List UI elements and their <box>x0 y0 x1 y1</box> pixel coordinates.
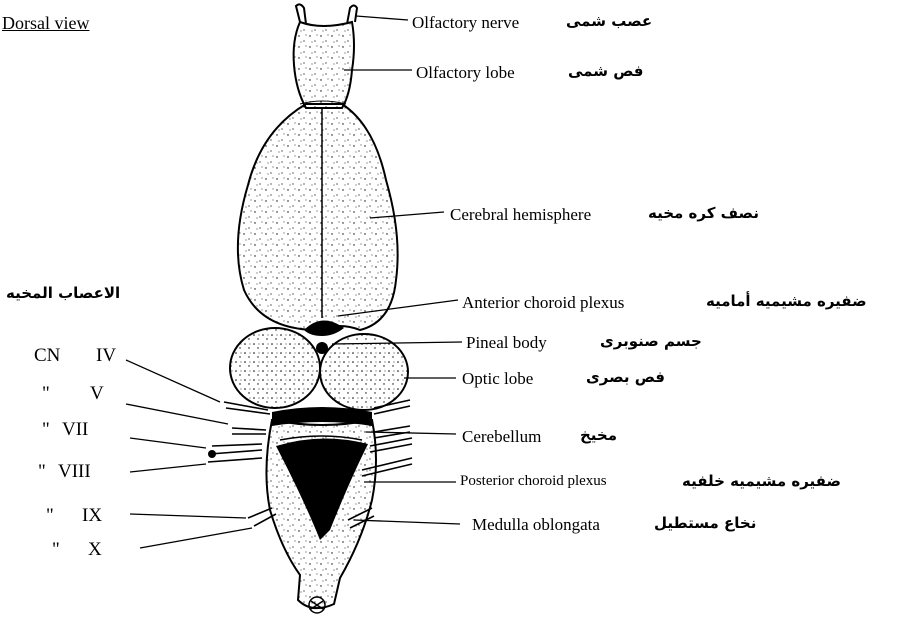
label-anterior-choroid-plexus-en: Anterior choroid plexus <box>462 294 624 311</box>
label-olfactory-lobe-ar: فص شمى <box>568 64 644 79</box>
label-cerebral-hemisphere-en: Cerebral hemisphere <box>450 206 591 223</box>
olfactory-nerve-left <box>296 4 306 24</box>
cn-numeral-v: V <box>90 384 104 403</box>
cranial-nerves-heading: الاعصاب المخيه <box>6 286 120 301</box>
cn-prefix-x: " <box>52 540 60 559</box>
cn-numeral-x: X <box>88 540 102 559</box>
label-olfactory-nerve-en: Olfactory nerve <box>412 14 519 31</box>
label-posterior-choroid-plexus-en: Posterior choroid plexus <box>460 474 607 489</box>
pineal-body-shape <box>316 342 328 354</box>
cn-prefix-viii: " <box>38 462 46 481</box>
label-cerebellum-ar: مخيخ <box>580 428 617 443</box>
olfactory-lobe-shape <box>294 22 354 108</box>
label-anterior-choroid-plexus-ar: ضفيره مشيميه أماميه <box>706 294 867 309</box>
label-optic-lobe-ar: فص بصرى <box>586 370 665 385</box>
label-medulla-oblongata-en: Medulla oblongata <box>472 516 600 533</box>
cn-numeral-vii: VII <box>62 420 88 439</box>
figure-title: Dorsal view <box>2 14 89 32</box>
label-optic-lobe-en: Optic lobe <box>462 370 533 387</box>
label-olfactory-lobe-en: Olfactory lobe <box>416 64 515 81</box>
label-cerebellum-en: Cerebellum <box>462 428 541 445</box>
label-posterior-choroid-plexus-ar: ضفيره مشيميه خلفيه <box>682 474 841 489</box>
cn-prefix-ix: " <box>46 506 54 525</box>
label-pineal-body-ar: جسم صنوبرى <box>600 334 702 349</box>
cn-numeral-iv: IV <box>96 346 116 365</box>
label-cerebral-hemisphere-ar: نصف كره مخيه <box>648 206 759 221</box>
cn-numeral-ix: IX <box>82 506 102 525</box>
cn-prefix-vii: " <box>42 420 50 439</box>
cerebral-hemisphere-shape <box>238 104 398 330</box>
optic-lobe-left <box>230 328 320 408</box>
cn-prefix-iv: CN <box>34 346 60 365</box>
cn-numeral-viii: VIII <box>58 462 91 481</box>
cn-prefix-v: " <box>42 384 50 403</box>
label-medulla-oblongata-ar: نخاع مستطيل <box>654 516 756 531</box>
label-pineal-body-en: Pineal body <box>466 334 547 351</box>
optic-lobe-right <box>320 334 408 410</box>
label-olfactory-nerve-ar: عصب شمى <box>566 14 652 29</box>
